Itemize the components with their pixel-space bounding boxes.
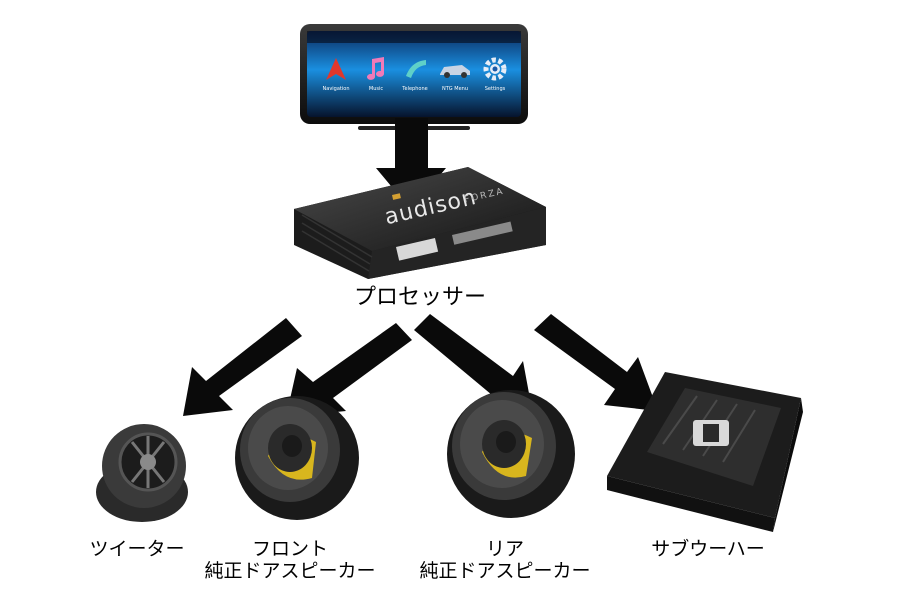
front-speaker-image [228, 386, 366, 528]
label-subwoofer-line: サブウーハー [628, 538, 788, 560]
tweeter-image [92, 412, 192, 524]
label-front-line2: 純正ドアスピーカー [190, 560, 390, 582]
processor-amplifier: audison FORZA [292, 165, 548, 281]
label-subwoofer: サブウーハー [628, 538, 788, 560]
label-rear-line1: リア [405, 538, 605, 560]
label-rear-line2: 純正ドアスピーカー [405, 560, 605, 582]
label-rear-speaker: リア 純正ドアスピーカー [405, 538, 605, 582]
processor-caption: プロセッサー [340, 287, 500, 309]
label-front-speaker: フロント 純正ドアスピーカー [190, 538, 390, 582]
label-front-line1: フロント [190, 538, 390, 560]
subwoofer-image [605, 368, 805, 532]
rear-speaker-image [440, 380, 582, 526]
